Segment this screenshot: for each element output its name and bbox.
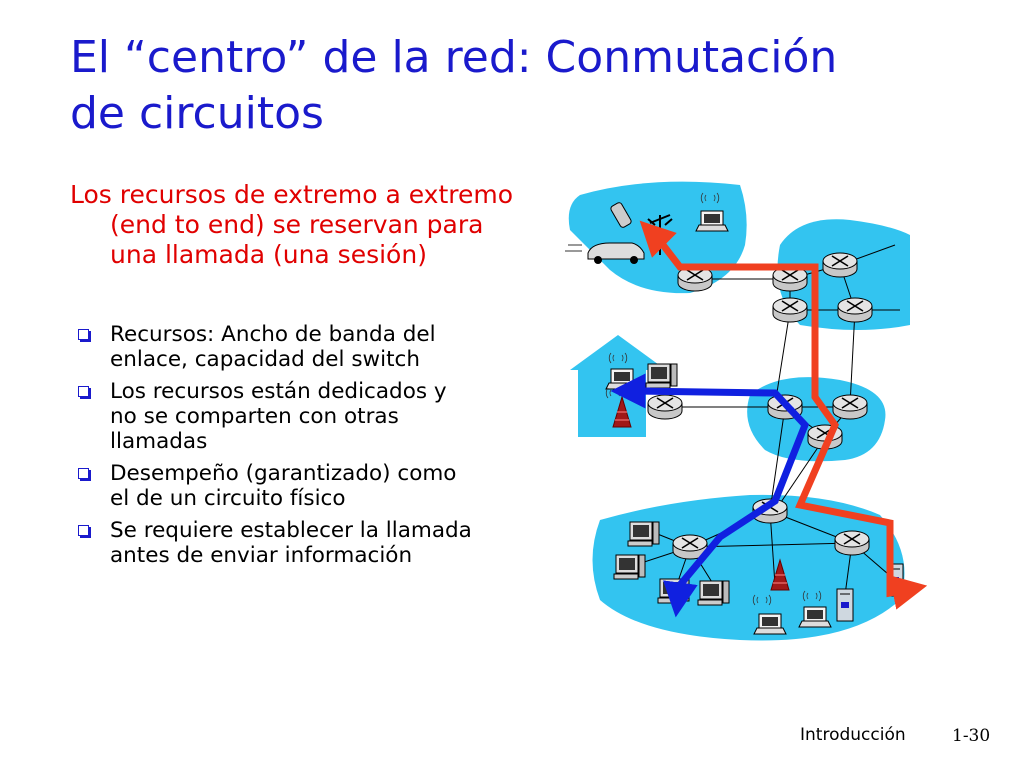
- bullet-item: Recursos: Ancho de banda del enlace, cap…: [72, 322, 472, 372]
- red-circuit-path-start: [639, 220, 677, 258]
- desktop-icon: [697, 580, 730, 606]
- blue-circuit-path: [634, 387, 810, 618]
- server-icon: [836, 588, 854, 622]
- lead-statement: Los recursos de extremo a extremo (end t…: [70, 180, 514, 269]
- desktop-icon: [627, 521, 660, 547]
- red-circuit-path: [657, 238, 928, 610]
- bullet-item: Desempeño (garantizado) como el de un ci…: [72, 461, 472, 511]
- title-line-2: de circuitos: [70, 88, 324, 139]
- square-bullet-icon: [78, 468, 89, 479]
- car-icon: [565, 242, 645, 264]
- square-bullet-icon: [78, 329, 89, 340]
- title-line-1: El “centro” de la red: Conmutación: [70, 32, 838, 83]
- circuit-switching-network-diagram: [565, 181, 928, 641]
- bullet-text: Recursos: Ancho de banda del enlace, cap…: [110, 322, 436, 372]
- bullet-text: Desempeño (garantizado) como el de un ci…: [110, 461, 457, 511]
- router-icon: [822, 252, 858, 278]
- slide-title: El “centro” de la red: Conmutación de ci…: [70, 30, 970, 142]
- router-icon: [677, 266, 713, 292]
- bullet-text: Se requiere establecer la llamada antes …: [110, 518, 472, 568]
- laptop-icon: [798, 606, 832, 628]
- router-icon: [834, 530, 870, 556]
- router-icon: [772, 297, 808, 323]
- router-icon: [837, 297, 873, 323]
- square-bullet-icon: [78, 525, 89, 536]
- bullet-list: Recursos: Ancho de banda del enlace, cap…: [72, 322, 472, 575]
- laptop-icon: [695, 210, 729, 232]
- bullet-text: Los recursos están dedicados y no se com…: [110, 379, 447, 454]
- router-icon: [647, 394, 683, 420]
- slide-number: 1-30: [952, 726, 991, 746]
- laptop-icon: [753, 613, 787, 635]
- desktop-icon: [645, 363, 678, 389]
- router-icon: [832, 394, 868, 420]
- desktop-icon: [613, 554, 646, 580]
- laptop-icon: [605, 368, 639, 390]
- cellphone-icon: [610, 202, 632, 228]
- square-bullet-icon: [78, 386, 89, 397]
- bullet-item: Los recursos están dedicados y no se com…: [72, 379, 472, 454]
- bullet-item: Se requiere establecer la llamada antes …: [72, 518, 472, 568]
- footer-title: Introducción: [800, 725, 906, 745]
- router-icon: [772, 266, 808, 292]
